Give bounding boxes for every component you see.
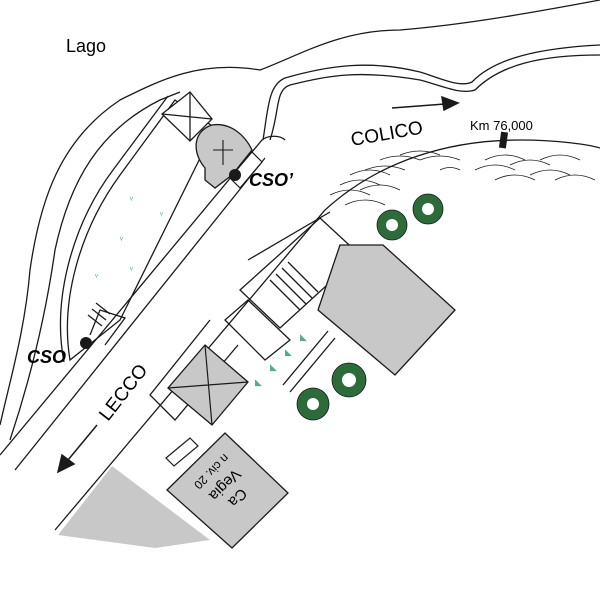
svg-text:◣: ◣ bbox=[285, 347, 292, 357]
lake-shoreline bbox=[0, 0, 600, 426]
park-strip bbox=[66, 99, 216, 362]
svg-text:◣: ◣ bbox=[255, 377, 262, 387]
cso-prime-dot bbox=[229, 169, 241, 181]
crossed-tower bbox=[161, 91, 213, 142]
svg-text:ᵥ: ᵥ bbox=[129, 192, 133, 202]
svg-text:ᵥ: ᵥ bbox=[129, 262, 133, 272]
svg-text:◣: ◣ bbox=[270, 362, 277, 372]
svg-text:ᵥ: ᵥ bbox=[119, 232, 123, 242]
road-edge-upper bbox=[0, 135, 286, 456]
cso-dot bbox=[80, 337, 92, 349]
svg-text:◣: ◣ bbox=[300, 332, 307, 342]
colico-label: COLICO bbox=[349, 118, 424, 151]
svg-text:ᵥ: ᵥ bbox=[94, 269, 98, 279]
trees bbox=[296, 193, 444, 421]
arrow-to-lecco bbox=[56, 424, 98, 474]
km-marker bbox=[498, 131, 509, 149]
lake-inner-shore bbox=[269, 54, 600, 141]
road-edge-lower bbox=[54, 139, 600, 531]
cso-label: CSO bbox=[27, 347, 66, 367]
km-label: Km 76,000 bbox=[470, 118, 533, 133]
crossed-building bbox=[167, 344, 249, 426]
svg-text:ᵥ: ᵥ bbox=[159, 207, 163, 217]
grass-marks: ᵥ ᵥ ᵥ ᵥ ᵥ ◣ ◣ ◣ ◣ bbox=[94, 192, 307, 387]
grey-lot bbox=[58, 466, 210, 548]
stairs bbox=[87, 261, 319, 327]
ca-vegia-building: Ca Vegia n civ. 20 bbox=[165, 432, 289, 549]
hedge bbox=[329, 150, 596, 206]
arrow-to-colico bbox=[391, 95, 460, 112]
road-edge-inner bbox=[14, 157, 266, 471]
cso-prime-label: CSO’ bbox=[249, 170, 294, 190]
lake-label: Lago bbox=[66, 36, 106, 56]
grey-building bbox=[317, 244, 456, 376]
shore-inner-line bbox=[9, 91, 181, 441]
lecco-label: LECCO bbox=[95, 361, 152, 426]
